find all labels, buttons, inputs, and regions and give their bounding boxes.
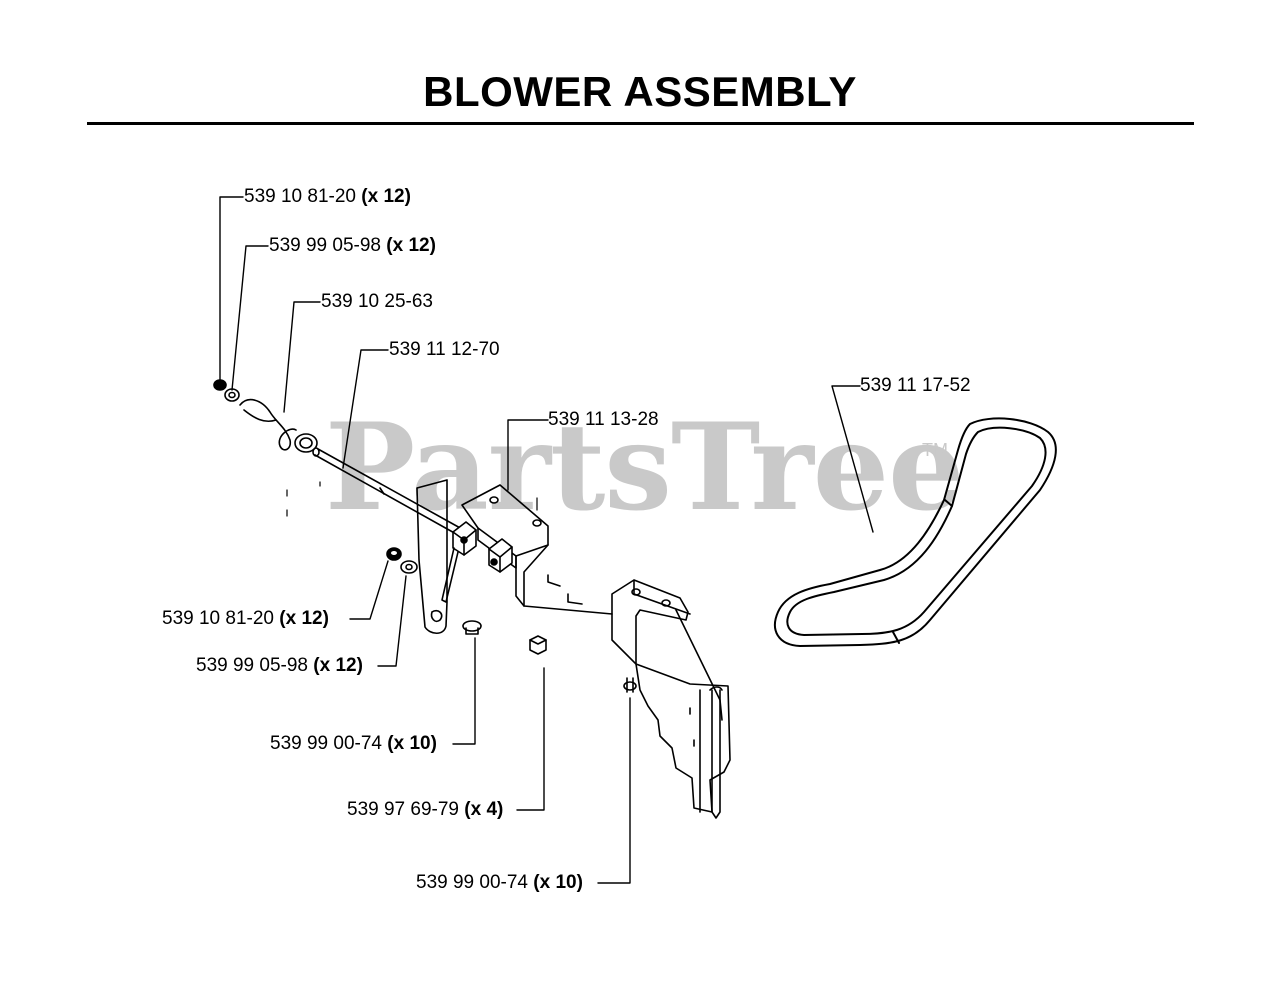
hair-pin-clip xyxy=(239,398,297,451)
page-title: BLOWER ASSEMBLY xyxy=(423,68,857,115)
washer-part-top xyxy=(224,388,240,402)
nut-part-top xyxy=(213,379,227,391)
callout-label: 539 99 05-98 (x 12) xyxy=(269,235,436,256)
nut-part-center xyxy=(529,635,547,655)
callout-label: 539 11 12-70 xyxy=(389,339,500,360)
leader-lines xyxy=(219,196,874,884)
callout-label: 539 99 00-74 (x 10) xyxy=(416,872,583,893)
callout-label: 539 11 13-28 xyxy=(548,409,659,430)
stud-part xyxy=(623,677,637,693)
title-rule xyxy=(87,122,1194,125)
callout-label: 539 10 81-20 (x 12) xyxy=(162,608,329,629)
callout-label: 539 99 00-74 (x 10) xyxy=(270,733,437,754)
bolt-part xyxy=(462,620,482,635)
blower-bracket xyxy=(416,479,731,819)
callout-label: 539 10 25-63 xyxy=(321,291,433,312)
drive-belt xyxy=(773,417,1057,647)
watermark-trademark: TM xyxy=(922,440,948,460)
callout-label: 539 99 05-98 (x 12) xyxy=(196,655,363,676)
callout-label: 539 10 81-20 (x 12) xyxy=(244,186,411,207)
watermark: PartsTree xyxy=(325,397,964,538)
washer-part-bottom xyxy=(400,560,418,574)
callout-label: 539 97 69-79 (x 4) xyxy=(347,799,504,820)
callout-label: 539 11 17-52 xyxy=(860,375,971,396)
rod-part xyxy=(312,447,463,536)
nut-part-bottom xyxy=(386,547,402,561)
tick-marks xyxy=(286,481,538,517)
ring-part xyxy=(294,433,318,453)
